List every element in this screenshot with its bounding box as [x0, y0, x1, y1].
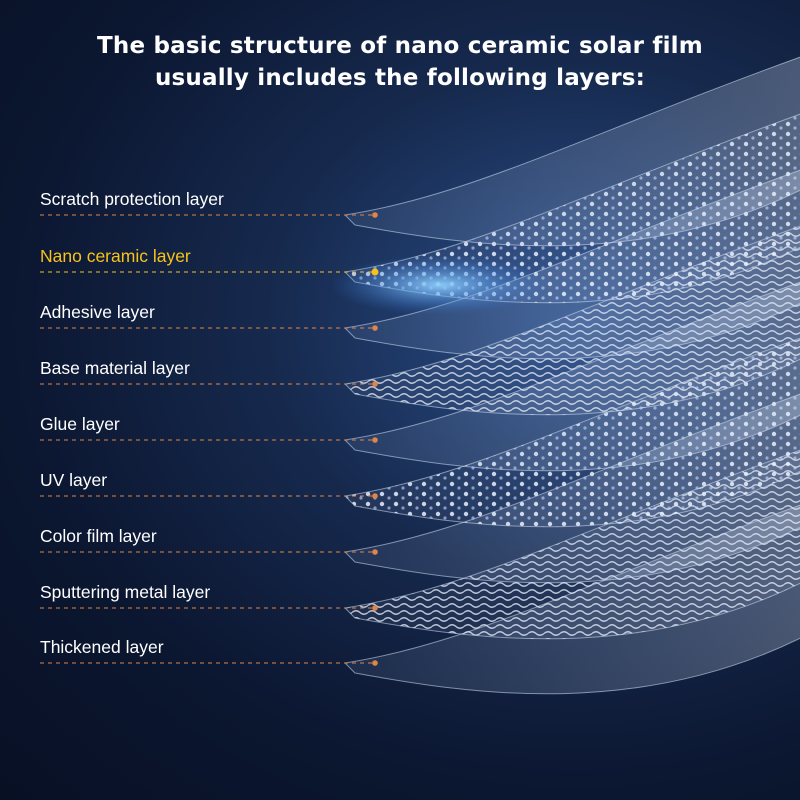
leader-dot — [372, 212, 378, 218]
layer-label: Scratch protection layer — [40, 189, 224, 209]
title-line-2: usually includes the following layers: — [154, 65, 646, 91]
leader-dot — [372, 549, 378, 555]
leader-dot — [372, 381, 378, 387]
page-title: The basic structure of nano ceramic sola… — [0, 30, 800, 94]
leader-dot — [371, 268, 379, 276]
layer-label: Thickened layer — [40, 637, 164, 657]
highlight-glow — [330, 255, 550, 315]
layer-label: Adhesive layer — [40, 302, 155, 322]
leader-dot — [372, 437, 378, 443]
leader-dot — [372, 493, 378, 499]
leader-dot — [372, 660, 378, 666]
layer-label: Nano ceramic layer — [40, 246, 191, 266]
layer-label: Glue layer — [40, 414, 120, 434]
layer-label: Color film layer — [40, 526, 157, 546]
layer-label: UV layer — [40, 470, 108, 490]
leader-dot — [372, 605, 378, 611]
title-line-1: The basic structure of nano ceramic sola… — [97, 33, 703, 59]
layer-sheet — [343, 56, 800, 247]
layer-label: Sputtering metal layer — [40, 582, 211, 602]
leader-dot — [372, 325, 378, 331]
layer-label: Base material layer — [40, 358, 190, 378]
